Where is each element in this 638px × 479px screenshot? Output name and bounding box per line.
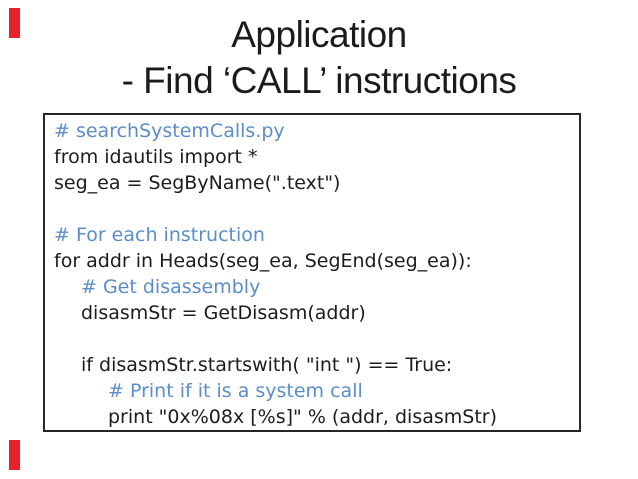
code-line: disasmStr = GetDisasm(addr) — [81, 302, 366, 324]
code-comment-line: # For each instruction — [54, 224, 265, 246]
red-accent-bottom-bar — [9, 440, 20, 470]
code-box: # searchSystemCalls.py from idautils impo… — [43, 113, 581, 432]
code-blank-line — [45, 196, 579, 222]
red-accent-top-bar — [9, 8, 20, 38]
code-line: print "0x%08x [%s]" % (addr, disasmStr) — [108, 406, 498, 428]
code-line: from idautils import * — [54, 146, 258, 168]
code-line: if disasmStr.startswith( "int ") == True… — [81, 354, 453, 376]
title-line-1: Application — [231, 14, 407, 55]
code-line: for addr in Heads(seg_ea, SegEnd(seg_ea)… — [54, 250, 472, 272]
slide-title: Application - Find ‘CALL’ instructions — [0, 12, 638, 104]
code-comment-line: # Print if it is a system call — [108, 380, 363, 402]
code-line: seg_ea = SegByName(".text") — [54, 172, 341, 194]
code-blank-line — [45, 326, 579, 352]
code-comment-line: # Get disassembly — [81, 276, 261, 298]
title-line-2: - Find ‘CALL’ instructions — [121, 60, 517, 101]
code-comment-line: # searchSystemCalls.py — [54, 120, 285, 142]
